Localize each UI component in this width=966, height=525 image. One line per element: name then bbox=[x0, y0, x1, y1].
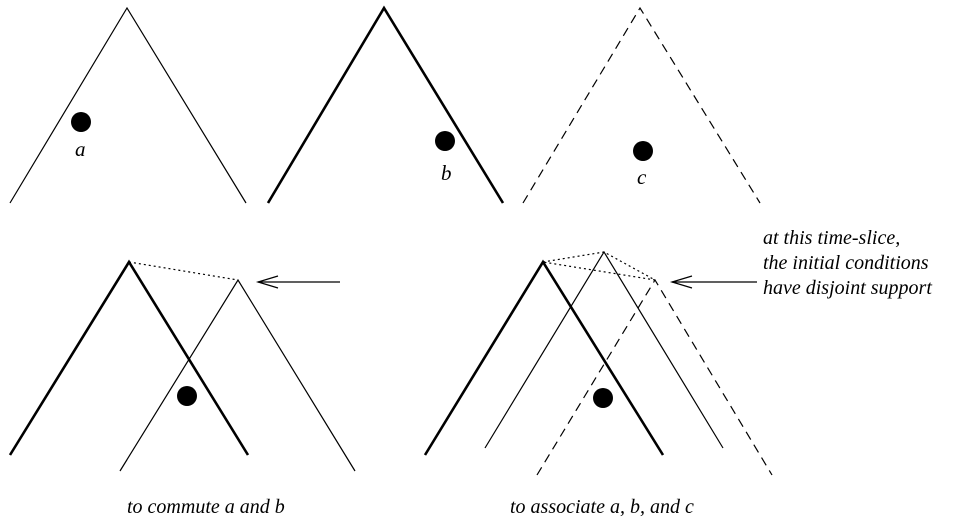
commute-cone-a bbox=[119, 278, 356, 472]
annotation-line-2: the initial conditions bbox=[763, 252, 929, 274]
cone-b-outline bbox=[266, 5, 505, 204]
associate-cone-c bbox=[536, 278, 773, 476]
point-b-dot bbox=[435, 131, 455, 151]
annotation-line-1: at this time-slice, bbox=[763, 227, 900, 249]
associate-arrow-head bbox=[669, 275, 693, 289]
commute-time-slice bbox=[128, 261, 239, 281]
commute-arrow-head bbox=[255, 275, 279, 289]
caption-associate: to associate a, b, and c bbox=[510, 496, 694, 518]
commute-diagram bbox=[8, 259, 356, 472]
associate-diagram bbox=[423, 250, 773, 476]
cone-c: c bbox=[522, 6, 761, 204]
cone-a: a bbox=[9, 6, 247, 204]
cone-b: b bbox=[266, 5, 505, 204]
commute-cone-b bbox=[8, 259, 250, 456]
annotation-line-3: have disjoint support bbox=[763, 277, 932, 299]
point-a-dot bbox=[71, 112, 91, 132]
point-c-label: c bbox=[637, 165, 647, 189]
cone-c-outline bbox=[522, 6, 761, 204]
point-a-label: a bbox=[75, 137, 86, 161]
associate-point-dot bbox=[593, 388, 613, 408]
point-b-label: b bbox=[441, 161, 452, 185]
cone-a-outline bbox=[9, 6, 247, 204]
time-slice-annotation: at this time-slice, the initial conditio… bbox=[763, 227, 932, 299]
commute-point-dot bbox=[177, 386, 197, 406]
point-c-dot bbox=[633, 141, 653, 161]
caption-commute: to commute a and b bbox=[127, 496, 285, 518]
associate-time-slice bbox=[542, 251, 656, 281]
